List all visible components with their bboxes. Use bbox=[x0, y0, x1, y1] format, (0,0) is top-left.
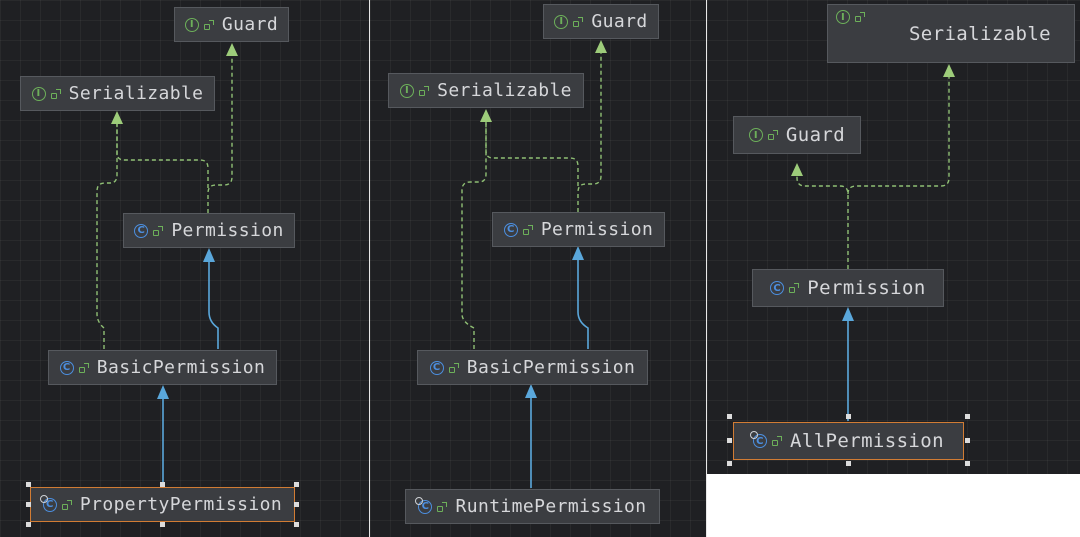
final-class-icon: C bbox=[415, 496, 433, 514]
public-visibility-icon bbox=[767, 130, 778, 140]
public-visibility-icon bbox=[522, 224, 533, 235]
selection-handle[interactable] bbox=[965, 461, 970, 466]
node-propertypermission-selected[interactable]: C PropertyPermission bbox=[30, 487, 295, 522]
arrowhead-guard bbox=[791, 163, 803, 176]
diagram-panel-runtimepermission[interactable]: I Guard I Serializable C Permission C Ba… bbox=[370, 0, 706, 537]
edge-permission-serializable bbox=[485, 121, 579, 186]
selection-handle[interactable] bbox=[160, 522, 165, 527]
arrowhead-permission bbox=[203, 248, 215, 262]
arrowhead-serializable bbox=[480, 109, 492, 122]
selection-handle[interactable] bbox=[294, 522, 299, 527]
node-label: AllPermission bbox=[790, 430, 944, 452]
node-label: BasicPermission bbox=[466, 357, 636, 378]
edge-permission-fork bbox=[796, 175, 849, 269]
edge-basic-serializable bbox=[96, 123, 118, 349]
arrowhead-guard bbox=[595, 40, 607, 53]
panel-divider bbox=[369, 0, 370, 537]
public-visibility-icon bbox=[50, 88, 61, 99]
selection-handle[interactable] bbox=[294, 502, 299, 507]
edge-fork-serializable bbox=[847, 76, 950, 195]
node-permission[interactable]: C Permission bbox=[492, 212, 665, 247]
node-permission[interactable]: C Permission bbox=[752, 269, 944, 307]
arrowhead-permission bbox=[842, 307, 854, 321]
selection-handle[interactable] bbox=[26, 502, 31, 507]
selection-handle[interactable] bbox=[727, 461, 732, 466]
edge-permission-serializable bbox=[116, 123, 209, 188]
public-visibility-icon bbox=[448, 362, 459, 373]
class-icon: C bbox=[59, 360, 74, 375]
selection-handle[interactable] bbox=[294, 482, 299, 487]
node-serializable[interactable]: I Serializable bbox=[20, 76, 215, 111]
node-guard[interactable]: I Guard bbox=[174, 7, 289, 42]
interface-icon: I bbox=[184, 17, 199, 32]
class-icon: C bbox=[429, 360, 444, 375]
selection-handle[interactable] bbox=[846, 414, 851, 419]
interface-icon: I bbox=[31, 86, 46, 101]
node-label: BasicPermission bbox=[96, 357, 266, 378]
arrowhead-guard bbox=[226, 43, 238, 56]
edge-basic-permission bbox=[208, 262, 219, 349]
node-label: Permission bbox=[540, 219, 654, 240]
node-guard[interactable]: I Guard bbox=[733, 116, 861, 154]
panel-divider bbox=[706, 0, 707, 537]
interface-icon: I bbox=[400, 83, 415, 98]
public-visibility-icon bbox=[419, 85, 430, 96]
class-icon: C bbox=[770, 281, 785, 295]
class-icon: C bbox=[134, 223, 149, 238]
public-visibility-icon bbox=[772, 436, 783, 446]
edges-layer bbox=[791, 64, 955, 421]
node-label: Guard bbox=[785, 124, 846, 146]
selection-handle[interactable] bbox=[26, 482, 31, 487]
edge-basic-permission bbox=[577, 260, 589, 349]
arrowhead-permission bbox=[572, 246, 584, 260]
node-label: Permission bbox=[807, 277, 926, 299]
node-runtimepermission[interactable]: C RuntimePermission bbox=[405, 489, 660, 524]
final-class-icon: C bbox=[39, 494, 57, 512]
public-visibility-icon bbox=[573, 16, 584, 27]
node-label: Permission bbox=[171, 220, 284, 241]
public-visibility-icon bbox=[203, 19, 214, 30]
edge-basic-serializable bbox=[461, 121, 487, 349]
node-basicpermission[interactable]: C BasicPermission bbox=[48, 350, 277, 385]
arrowhead-serializable bbox=[111, 111, 123, 124]
node-basicpermission[interactable]: C BasicPermission bbox=[417, 350, 648, 385]
diagram-panel-allpermission[interactable]: I Serializable I Guard C Permission C Al… bbox=[707, 0, 1080, 474]
node-label: Guard bbox=[591, 11, 648, 32]
node-guard[interactable]: I Guard bbox=[543, 4, 659, 39]
node-label: Serializable bbox=[437, 80, 572, 101]
public-visibility-icon bbox=[153, 225, 164, 236]
selection-handle[interactable] bbox=[846, 461, 851, 466]
node-icons: I bbox=[836, 10, 873, 24]
node-serializable[interactable]: I Serializable bbox=[827, 4, 1075, 63]
public-visibility-icon bbox=[61, 499, 72, 510]
interface-icon: I bbox=[748, 128, 763, 142]
arrowhead-serializable bbox=[943, 64, 955, 77]
public-visibility-icon bbox=[437, 501, 448, 512]
public-visibility-icon bbox=[855, 12, 865, 22]
final-class-icon: C bbox=[750, 431, 768, 448]
interface-icon: I bbox=[554, 14, 569, 29]
selection-handle[interactable] bbox=[727, 438, 732, 443]
public-visibility-icon bbox=[789, 283, 800, 293]
arrowhead-basic bbox=[157, 385, 169, 399]
node-label: Guard bbox=[221, 14, 279, 35]
selection-handle[interactable] bbox=[26, 522, 31, 527]
interface-icon: I bbox=[836, 10, 850, 24]
arrowhead-basic bbox=[525, 384, 537, 398]
selection-handle[interactable] bbox=[160, 482, 165, 487]
node-label: RuntimePermission bbox=[455, 496, 647, 517]
class-icon: C bbox=[503, 222, 518, 237]
node-permission[interactable]: C Permission bbox=[123, 213, 295, 248]
node-label: PropertyPermission bbox=[79, 494, 283, 515]
node-allpermission-selected[interactable]: C AllPermission bbox=[733, 422, 964, 460]
node-serializable[interactable]: I Serializable bbox=[388, 73, 584, 108]
selection-handle[interactable] bbox=[965, 414, 970, 419]
selection-handle[interactable] bbox=[965, 438, 970, 443]
public-visibility-icon bbox=[78, 362, 89, 373]
selection-handle[interactable] bbox=[727, 414, 732, 419]
node-label: Serializable bbox=[68, 83, 204, 104]
node-label: Serializable bbox=[908, 22, 1052, 45]
diagram-panel-propertypermission[interactable]: I Guard I Serializable C Permission C Ba… bbox=[0, 0, 369, 537]
